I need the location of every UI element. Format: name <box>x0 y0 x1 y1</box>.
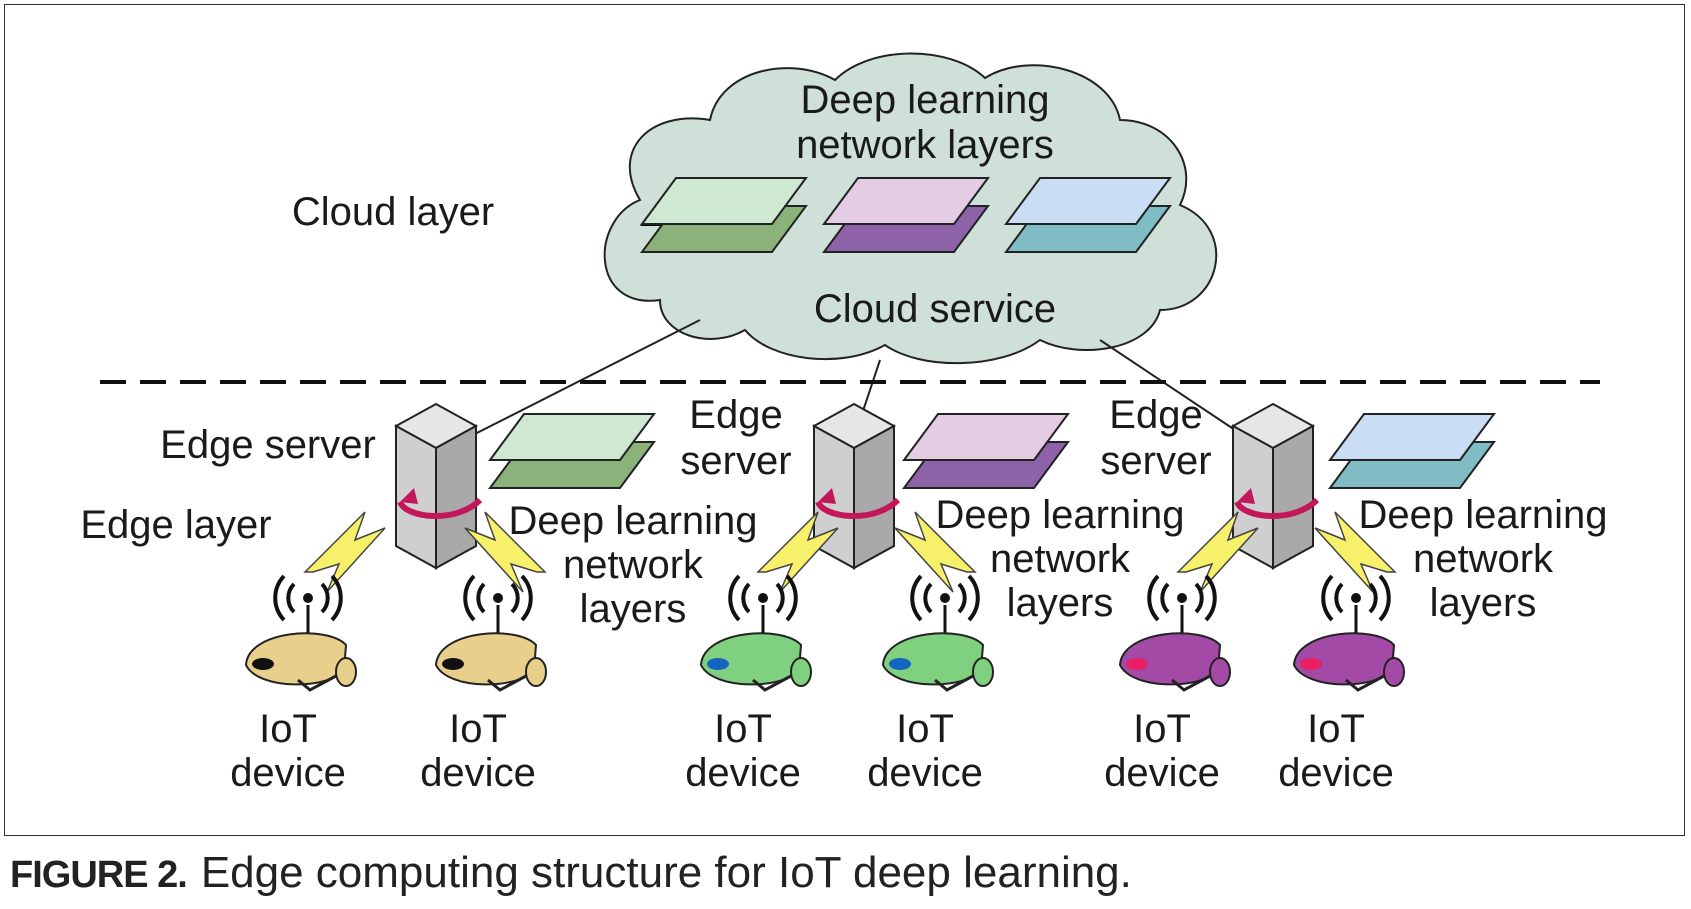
server-tower-icon <box>1233 404 1317 568</box>
camera-lens <box>1300 658 1322 670</box>
camera-mount <box>934 674 974 692</box>
edge-dl-label-3-line1: Deep learning <box>1358 493 1607 537</box>
edge-server-label-3-line2: server <box>1100 439 1211 483</box>
iot-device-label-line1: IoT <box>1133 707 1191 751</box>
caption-text: Edge computing structure for IoT deep le… <box>200 848 1132 897</box>
iot-device-label-line1: IoT <box>1307 707 1365 751</box>
camera-knob <box>1209 657 1231 687</box>
wireless-bolt-icon <box>304 511 386 593</box>
edge-server-label-3-line1: Edge <box>1109 393 1202 437</box>
edge-dl-label-1-line2: network <box>563 543 704 587</box>
iot-device-label-line1: IoT <box>714 707 772 751</box>
figure-number: FIGURE 2. <box>10 854 188 896</box>
figure-caption: FIGURE 2. Edge computing structure for Io… <box>10 848 1132 898</box>
edge-dl-label-2-line2: network <box>990 537 1131 581</box>
camera-mount <box>297 674 337 692</box>
iot-device-label-line2: device <box>867 751 983 795</box>
iot-device-label-line1: IoT <box>896 707 954 751</box>
edge-dl-label-3-line3: layers <box>1430 581 1537 625</box>
link-cloud-server-3 <box>1099 339 1251 441</box>
edge-dl-label-1-line1: Deep learning <box>508 499 757 543</box>
camera-mount <box>487 674 527 692</box>
camera-knob <box>972 657 994 687</box>
iot-devices: IoTdeviceIoTdeviceIoTdeviceIoTdeviceIoTd… <box>230 574 1405 795</box>
camera-lens <box>1126 658 1148 670</box>
cloud-layer-pair-blue <box>1004 177 1172 253</box>
edge-dl-label-2-line3: layers <box>1007 581 1114 625</box>
edge-dl-label-3-line2: network <box>1413 537 1554 581</box>
camera-knob <box>335 657 357 687</box>
cloud-layer-label: Cloud layer <box>292 190 494 234</box>
cloud-title-line1: Deep learning <box>800 78 1049 122</box>
camera-knob <box>790 657 812 687</box>
camera-mount <box>1345 674 1385 692</box>
edge-layers-3 <box>1328 413 1496 489</box>
camera-lens <box>442 658 464 670</box>
server-tower-icon <box>396 404 480 568</box>
iot-device-label-line2: device <box>420 751 536 795</box>
iot-device-label-line2: device <box>1278 751 1394 795</box>
edge-layer-label: Edge layer <box>80 503 271 547</box>
camera-lens <box>252 658 274 670</box>
edge-server-label-2-line2: server <box>680 439 791 483</box>
edge-dl-label-1-line3: layers <box>580 587 687 631</box>
edge-server-label-2-line1: Edge <box>689 393 782 437</box>
server-tower-icon <box>814 404 898 568</box>
iot-device-label-line1: IoT <box>259 707 317 751</box>
cloud-layer-pair-purple <box>822 177 990 253</box>
cloud-network-layers <box>640 177 1172 253</box>
camera-mount <box>752 674 792 692</box>
edge-server-label-1: Edge server <box>160 423 376 467</box>
edge-dl-label-2-line1: Deep learning <box>935 493 1184 537</box>
iot-device-label-line1: IoT <box>449 707 507 751</box>
camera-lens <box>707 658 729 670</box>
edge-layers-1 <box>488 413 656 489</box>
camera-lens <box>889 658 911 670</box>
edge-layers-2 <box>902 413 1070 489</box>
iot-device-label-line2: device <box>230 751 346 795</box>
camera-knob <box>525 657 547 687</box>
cloud-title-line2: network layers <box>796 123 1054 167</box>
iot-device-label-line2: device <box>685 751 801 795</box>
camera-knob <box>1383 657 1405 687</box>
camera-mount <box>1171 674 1211 692</box>
cloud-service-label: Cloud service <box>814 287 1056 331</box>
cloud-layer-pair-green <box>640 177 808 253</box>
iot-device-label-line2: device <box>1104 751 1220 795</box>
